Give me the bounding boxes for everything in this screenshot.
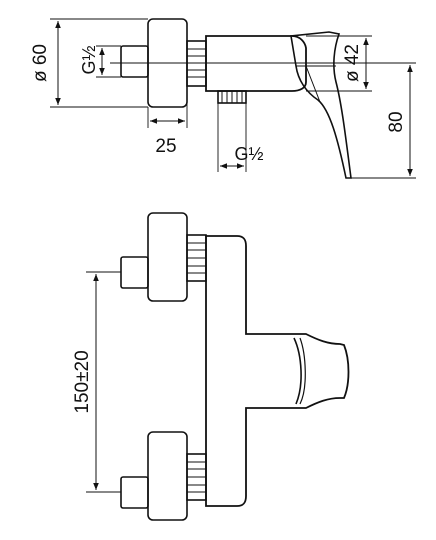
dia-42-label: ø 42 [342, 44, 363, 82]
dim-height-80: 80 [351, 62, 416, 179]
front-top-inlet-pipe [120, 256, 149, 289]
dim-diameter-60: ø 60 [30, 18, 148, 108]
front-bottom-flange [147, 431, 188, 521]
height-80-label: 80 [386, 111, 407, 132]
front-mixer-body [205, 235, 350, 507]
front-view: 150±20 [72, 212, 350, 521]
front-bottom-inlet-pipe [120, 476, 149, 509]
front-lever-handle [293, 337, 302, 405]
dim-thread-outlet: G½ [217, 103, 264, 172]
side-inlet-pipe [120, 45, 149, 78]
side-hex-nut [186, 40, 207, 87]
dim-thread-inlet: G½ [79, 45, 121, 78]
thread-inlet-label: G½ [79, 45, 99, 74]
side-view: ø 60 G½ 25 G½ ø 42 [30, 18, 416, 179]
side-mixer-body [205, 35, 307, 92]
dim-depth-25: 25 [147, 86, 188, 157]
side-outlet [217, 90, 247, 104]
front-top-hex-nut [186, 234, 207, 282]
dia-60-label: ø 60 [30, 44, 51, 82]
thread-outlet-label: G½ [234, 144, 263, 164]
depth-25-label: 25 [155, 136, 176, 157]
dim-diameter-42: ø 42 [306, 35, 372, 92]
center-distance-label: 150±20 [72, 350, 93, 413]
front-bottom-hex-nut [186, 453, 207, 501]
front-top-flange [147, 212, 188, 302]
dim-center-distance: 150±20 [72, 271, 121, 493]
